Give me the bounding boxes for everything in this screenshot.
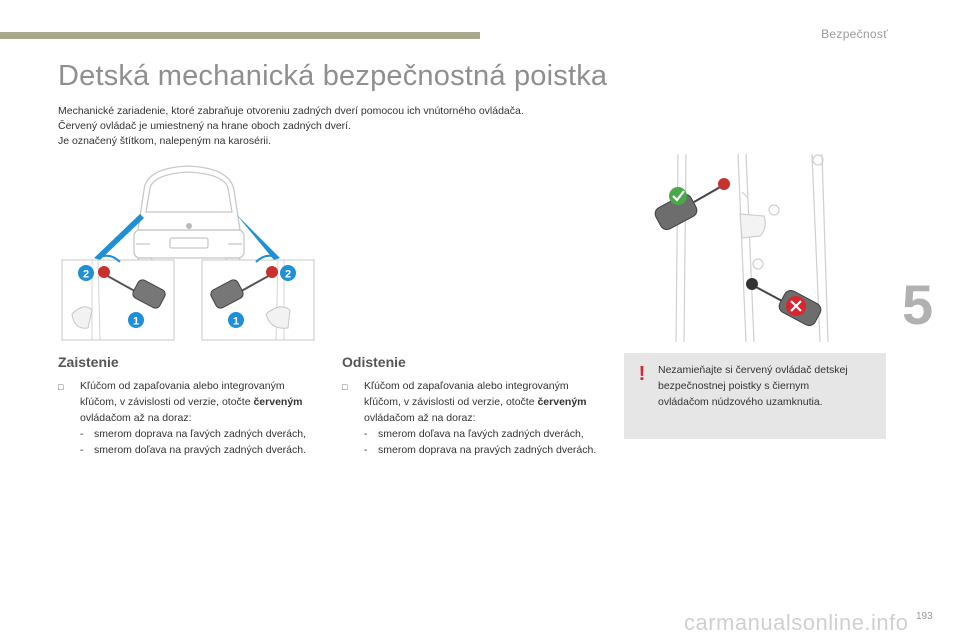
- section-title: Bezpečnosť: [821, 27, 888, 41]
- header-accent-bar: [0, 32, 480, 39]
- dash-marker: -: [80, 444, 84, 456]
- intro-line: Mechanické zariadenie, ktoré zabraňuje o…: [58, 105, 524, 117]
- unlock-heading: Odistenie: [342, 354, 406, 370]
- lock-paragraph: Kľúčom od zapaľovania alebo integrovaným…: [80, 378, 320, 426]
- left-lock-detail: [61, 254, 175, 341]
- right-pointer-shape: [236, 214, 280, 260]
- checkbox-bullet-icon: □: [342, 382, 348, 392]
- car-rear-outline: [133, 165, 245, 273]
- callout-number: 1: [233, 316, 239, 328]
- list-item: -smerom doprava na ľavých zadných dverác…: [80, 426, 320, 442]
- page-number: 193: [916, 611, 933, 622]
- door-edge-illustration: [654, 153, 829, 343]
- brand-logo-icon: [186, 223, 192, 229]
- lock-text-before: Kľúčom od zapaľovania alebo integrovaným…: [80, 380, 285, 408]
- intro-line: Červený ovládač je umiestnený na hrane o…: [58, 120, 352, 132]
- warning-text: Nezamieňajte si červený ovládač detskej …: [658, 364, 848, 408]
- footer-watermark: carmanualsonline.info: [684, 610, 909, 635]
- warning-box: ! Nezamieňajte si červený ovládač detske…: [624, 353, 886, 439]
- callout-number: 1: [133, 316, 139, 328]
- list-item-text: smerom doprava na ľavých zadných dverách…: [94, 428, 306, 440]
- right-lock-detail: [201, 254, 315, 341]
- callout-1-right: 1: [228, 312, 244, 328]
- lock-text-bold: červeným: [253, 396, 303, 408]
- list-item-text: smerom doľava na pravých zadných dverách…: [94, 444, 306, 456]
- list-item: -smerom doľava na ľavých zadných dverách…: [364, 426, 604, 442]
- unlock-text-after: ovládačom až na doraz:: [364, 412, 476, 424]
- lock-instructions: □ Kľúčom od zapaľovania alebo integrovan…: [58, 378, 320, 458]
- check-icon: [669, 187, 687, 205]
- unlock-text-bold: červeným: [537, 396, 587, 408]
- page-title: Detská mechanická bezpečnostná poistka: [58, 60, 608, 92]
- door-edge-outline: [675, 153, 829, 343]
- dash-marker: -: [364, 428, 368, 440]
- car-rear-illustration: 2 1 2 1: [61, 165, 315, 341]
- unlock-paragraph: Kľúčom od zapaľovania alebo integrovaným…: [364, 378, 604, 426]
- dash-marker: -: [80, 428, 84, 440]
- chapter-number: 5: [902, 273, 934, 336]
- lock-heading: Zaistenie: [58, 354, 119, 370]
- list-item-text: smerom doľava na ľavých zadných dverách,: [378, 428, 584, 440]
- left-pointer-shape: [94, 214, 144, 260]
- checkbox-bullet-icon: □: [58, 382, 64, 392]
- black-control-wrong: [746, 278, 822, 327]
- callout-2-left: 2: [78, 265, 94, 281]
- intro-paragraph: Mechanické zariadenie, ktoré zabraňuje o…: [58, 104, 524, 149]
- list-item: -smerom doprava na pravých zadných dverá…: [364, 442, 604, 458]
- intro-line: Je označený štítkom, nalepeným na karosé…: [58, 135, 272, 147]
- list-item-text: smerom doprava na pravých zadných dverác…: [378, 444, 597, 456]
- lock-text-after: ovládačom až na doraz:: [80, 412, 192, 424]
- dash-marker: -: [364, 444, 368, 456]
- exclamation-icon: !: [638, 363, 646, 385]
- unlock-instructions: □ Kľúčom od zapaľovania alebo integrovan…: [342, 378, 604, 458]
- callout-number: 2: [285, 269, 291, 281]
- callout-number: 2: [83, 269, 89, 281]
- unlock-text-before: Kľúčom od zapaľovania alebo integrovaným…: [364, 380, 569, 408]
- callout-1-left: 1: [128, 312, 144, 328]
- red-control-correct: [654, 178, 730, 231]
- callout-2-right: 2: [280, 265, 296, 281]
- list-item: -smerom doľava na pravých zadných dverác…: [80, 442, 320, 458]
